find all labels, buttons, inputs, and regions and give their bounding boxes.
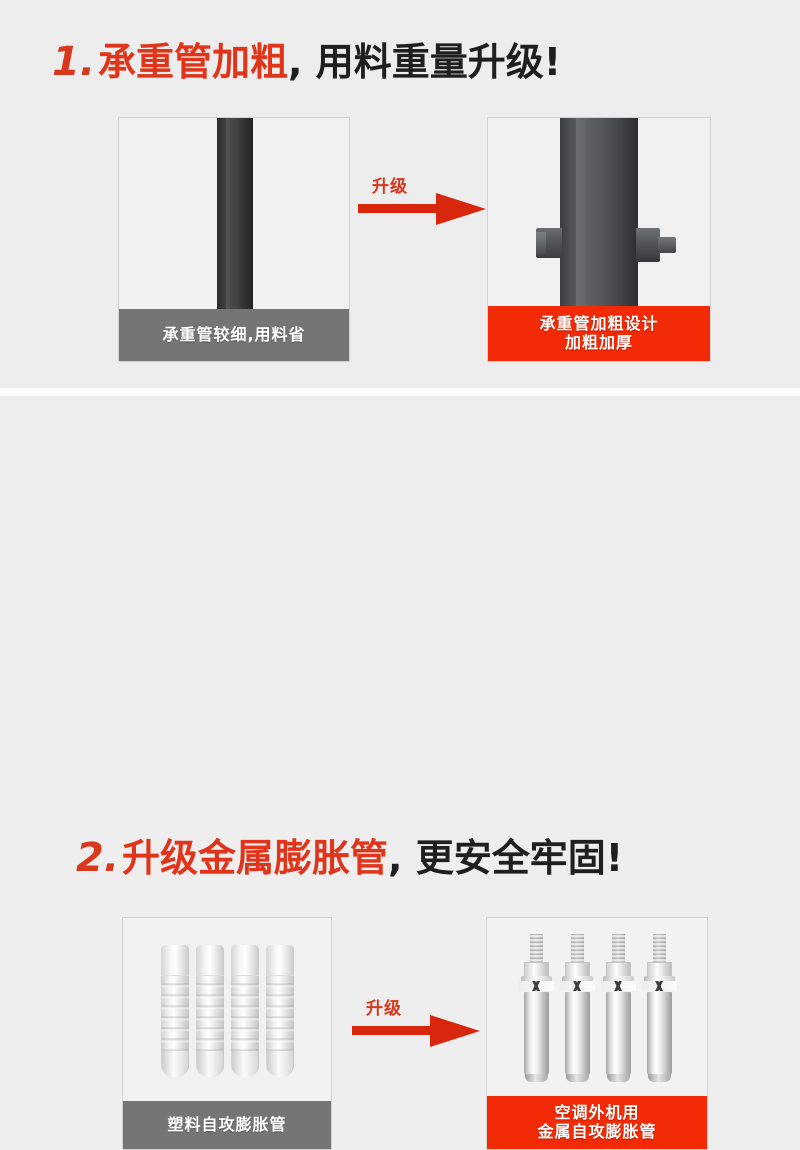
bolt-clip <box>641 981 677 991</box>
section-1-heading: 1.承重管加粗, 用料重量升级! <box>52 42 561 82</box>
plastic-anchor-icon <box>195 944 224 1077</box>
section-2-upgrade-arrow: 升级 <box>352 994 482 1054</box>
bolt-thread <box>529 934 543 964</box>
section-2-number: 2. <box>76 835 120 881</box>
caption-line: 金属自攻膨胀管 <box>537 1121 657 1141</box>
caption-line: 塑料自攻膨胀管 <box>167 1114 287 1134</box>
plastic-anchor-icon <box>265 944 294 1077</box>
caption-line: 空调外机用 <box>554 1102 640 1122</box>
bolt-thread <box>611 934 625 964</box>
section-1-before-caption: 承重管较细,用料省 <box>119 309 349 361</box>
bolt-clip <box>518 981 554 991</box>
section-1-after-caption: 承重管加粗设计 加粗加厚 <box>488 306 710 361</box>
feature-section-1: 1.承重管加粗, 用料重量升级! 承重管较细,用料省 升级 <box>0 0 800 388</box>
bolt-thread <box>570 934 584 964</box>
caption-line: 承重管加粗设计 <box>539 313 659 333</box>
anchor-ribs <box>195 976 224 1051</box>
plastic-anchors-image <box>123 918 331 1103</box>
bolt-nut <box>646 962 672 977</box>
thin-pipe-graphic <box>217 118 253 310</box>
section-2-heading: 2.升级金属膨胀管, 更安全牢固! <box>76 838 623 878</box>
metal-expansion-bolt-icon <box>600 934 636 1082</box>
section-2-before-panel: 塑料自攻膨胀管 <box>122 917 332 1150</box>
anchor-head <box>160 944 189 976</box>
anchor-tip <box>161 1050 188 1077</box>
feature-section-2: 2.升级金属膨胀管, 更安全牢固! <box>0 396 800 1150</box>
metal-expansion-bolt-icon <box>518 934 554 1082</box>
section-1-heading-red: 承重管加粗 <box>98 40 289 84</box>
metal-expansion-bolt-icon <box>641 934 677 1082</box>
bolt-clip <box>559 981 595 991</box>
arrow-head-icon <box>430 1015 480 1047</box>
metal-bolt-row <box>487 918 707 1098</box>
bolt-sleeve <box>523 992 549 1076</box>
anchor-tip <box>196 1050 223 1077</box>
anchor-tip <box>231 1050 258 1077</box>
anchor-ribs <box>160 976 189 1051</box>
bolt-sleeve <box>646 992 672 1076</box>
bolt-foot <box>647 1074 671 1082</box>
anchor-head <box>265 944 294 976</box>
caption-line: 加粗加厚 <box>564 332 633 352</box>
anchor-head <box>195 944 224 976</box>
bolt-sleeve <box>605 992 631 1076</box>
bolt-sleeve <box>564 992 590 1076</box>
arrow-line-icon <box>358 204 450 213</box>
anchor-ribs <box>230 976 259 1051</box>
section-2-heading-black: , 更安全牢固! <box>388 836 624 880</box>
thin-pipe-image <box>119 118 349 310</box>
bolt-nut <box>564 962 590 977</box>
section-1-heading-black: , 用料重量升级! <box>288 40 562 84</box>
hex-bolt-left-icon <box>536 228 562 258</box>
section-1-number: 1. <box>52 39 96 85</box>
bolt-foot <box>606 1074 630 1082</box>
metal-bolts-image <box>487 918 707 1098</box>
section-divider <box>0 388 800 396</box>
bolt-clip <box>600 981 636 991</box>
plastic-anchor-row <box>123 918 331 1103</box>
section-2-after-caption: 空调外机用 金属自攻膨胀管 <box>487 1096 707 1149</box>
section-2-heading-red: 升级金属膨胀管 <box>122 836 389 880</box>
bolt-foot <box>524 1074 548 1082</box>
metal-expansion-bolt-icon <box>559 934 595 1082</box>
caption-line: 承重管较细,用料省 <box>162 324 306 344</box>
bolt-thread <box>652 934 666 964</box>
thick-pipe-graphic <box>560 118 638 308</box>
bolt-nut <box>605 962 631 977</box>
anchor-head <box>230 944 259 976</box>
upgrade-arrow-label: 升级 <box>366 999 402 1019</box>
section-1-before-panel: 承重管较细,用料省 <box>118 117 350 362</box>
bolt-foot <box>565 1074 589 1082</box>
section-1-upgrade-arrow: 升级 <box>358 172 486 232</box>
section-2-after-panel: 空调外机用 金属自攻膨胀管 <box>486 917 708 1150</box>
section-1-after-panel: 承重管加粗设计 加粗加厚 <box>487 117 711 362</box>
upgrade-arrow-label: 升级 <box>372 177 408 197</box>
anchor-tip <box>266 1050 293 1077</box>
bolt-shank-icon <box>658 237 676 253</box>
thick-pipe-image <box>488 118 710 308</box>
bolt-nut <box>523 962 549 977</box>
section-2-before-caption: 塑料自攻膨胀管 <box>123 1101 331 1149</box>
plastic-anchor-icon <box>160 944 189 1077</box>
anchor-ribs <box>265 976 294 1051</box>
hex-bolt-right-icon <box>636 228 660 262</box>
arrow-head-icon <box>436 193 486 225</box>
plastic-anchor-icon <box>230 944 259 1077</box>
